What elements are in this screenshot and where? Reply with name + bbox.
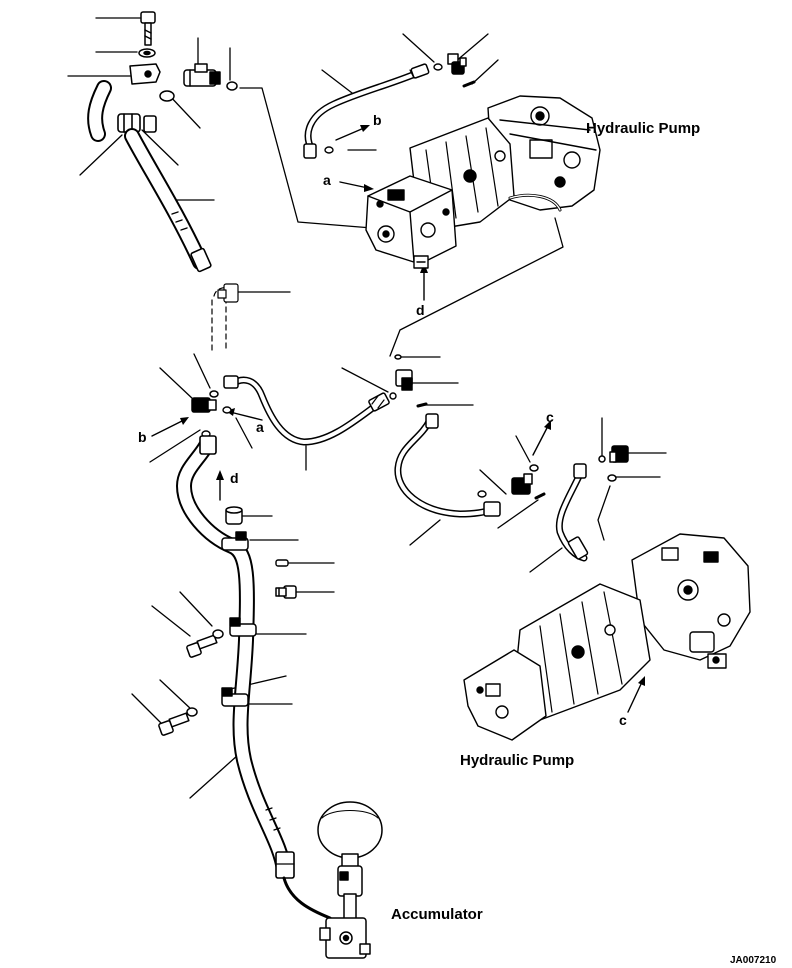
hydraulic-pump-bottom xyxy=(463,533,751,741)
callout-c-top: c xyxy=(546,409,554,425)
leader-lines xyxy=(67,17,667,799)
bolt-left-upper xyxy=(186,629,224,658)
oring-top-left xyxy=(159,90,175,102)
bolt-right xyxy=(275,585,297,599)
accumulator xyxy=(282,801,383,959)
ghost-hose xyxy=(211,283,239,353)
cap-d xyxy=(225,506,243,525)
callout-a-top: a xyxy=(323,172,331,188)
accumulator-hose xyxy=(176,435,295,879)
elbow-fitting-top-centre xyxy=(447,53,467,75)
oring-mid-centre xyxy=(389,392,397,400)
washer-top xyxy=(138,48,156,58)
oring-b-top xyxy=(324,146,334,154)
oring-top-small xyxy=(226,81,238,91)
bolt-left-lower xyxy=(158,707,198,736)
tee-fitting-top-left xyxy=(183,63,221,87)
accumulator-label: Accumulator xyxy=(391,906,483,923)
clamp-lower xyxy=(221,687,249,707)
clamp-upper xyxy=(221,531,249,551)
clamp-bracket-top xyxy=(129,63,161,85)
drawing-code: JA007210 xyxy=(730,955,777,966)
elbow-fitting-mid-left xyxy=(191,390,219,413)
callout-a-mid: a xyxy=(256,419,264,435)
suction-hose xyxy=(124,128,212,273)
callout-d-mid: d xyxy=(230,470,239,486)
callout-d-top: d xyxy=(416,302,425,318)
tee-fitting-c xyxy=(511,464,546,500)
pilot-hose-right-s xyxy=(555,463,589,562)
seal-mid-centre xyxy=(416,402,428,408)
callout-b-mid: b xyxy=(138,429,147,445)
hydraulic-pump-top xyxy=(365,95,601,269)
pilot-hose-top xyxy=(303,63,430,159)
bolt-top xyxy=(140,11,156,46)
oring-top-centre xyxy=(433,63,443,71)
callout-b-top: b xyxy=(373,112,382,128)
pump-bottom-label: Hydraulic Pump xyxy=(460,752,575,769)
oring-mid-a xyxy=(222,406,232,414)
elbow-fitting-mid-centre xyxy=(394,354,413,391)
pilot-hose-mid-right xyxy=(394,413,501,518)
delivery-hose-mid xyxy=(223,375,390,446)
seal-top-centre xyxy=(462,80,476,88)
spacer-right xyxy=(275,559,289,567)
pump-top-label: Hydraulic Pump xyxy=(586,120,701,137)
suction-elbow xyxy=(87,80,157,142)
callout-arrows xyxy=(151,125,645,713)
oring-mid-right xyxy=(477,490,487,498)
callout-c-bottom: c xyxy=(619,712,627,728)
elbow-fitting-right xyxy=(598,445,629,482)
clamp-middle xyxy=(229,617,257,637)
